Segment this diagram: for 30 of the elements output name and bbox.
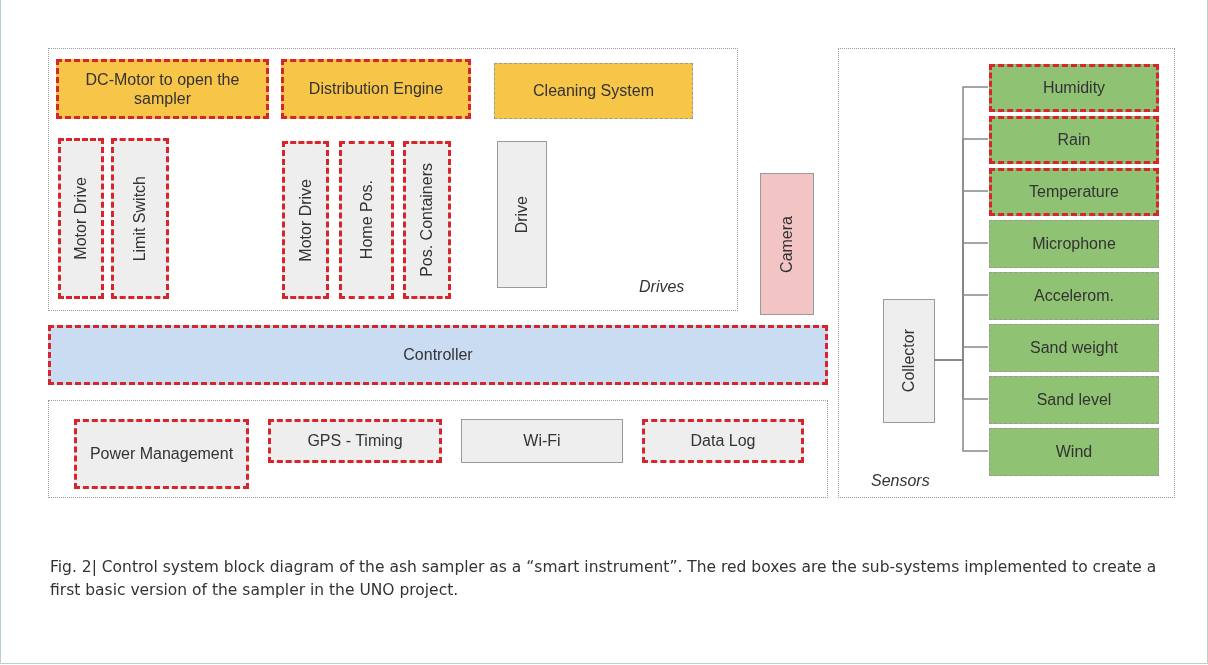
subsystem-block: Cleaning System <box>494 63 693 119</box>
subsystem-block: Wi-Fi <box>461 419 623 463</box>
group-frame <box>48 48 738 311</box>
group-frame <box>48 400 828 498</box>
group-label: Sensors <box>871 471 930 491</box>
subsystem-block: Pos. Containers <box>403 141 451 299</box>
subsystem-block: Motor Drive <box>282 141 329 299</box>
subsystem-block: Wind <box>989 428 1159 476</box>
subsystem-block: Temperature <box>989 168 1159 216</box>
subsystem-block: Motor Drive <box>58 138 104 299</box>
subsystem-block: DC-Motor to open the sampler <box>56 59 269 119</box>
subsystem-block: Home Pos. <box>339 141 394 299</box>
subsystem-block: Data Log <box>642 419 804 463</box>
subsystem-block: Collector <box>883 299 935 423</box>
subsystem-block: Humidity <box>989 64 1159 112</box>
subsystem-block: Sand weight <box>989 324 1159 372</box>
group-label: Drives <box>639 277 685 297</box>
subsystem-block: Accelerom. <box>989 272 1159 320</box>
group-frame <box>838 48 1175 498</box>
subsystem-block: Camera <box>760 173 814 315</box>
subsystem-block: Controller <box>48 325 828 385</box>
subsystem-block: Microphone <box>989 220 1159 268</box>
subsystem-block: Power Management <box>74 419 249 489</box>
subsystem-block: Sand level <box>989 376 1159 424</box>
subsystem-block: GPS - Timing <box>268 419 442 463</box>
subsystem-block: Distribution Engine <box>281 59 471 119</box>
subsystem-block: Limit Switch <box>111 138 169 299</box>
subsystem-block: Drive <box>497 141 547 288</box>
subsystem-block: Rain <box>989 116 1159 164</box>
figure-caption: Fig. 2| Control system block diagram of the ash sampler as a “smart instrument”. The red boxes are the sub-systems implemented to create a first basic version of the sampler in the UNO project. <box>50 557 1158 602</box>
